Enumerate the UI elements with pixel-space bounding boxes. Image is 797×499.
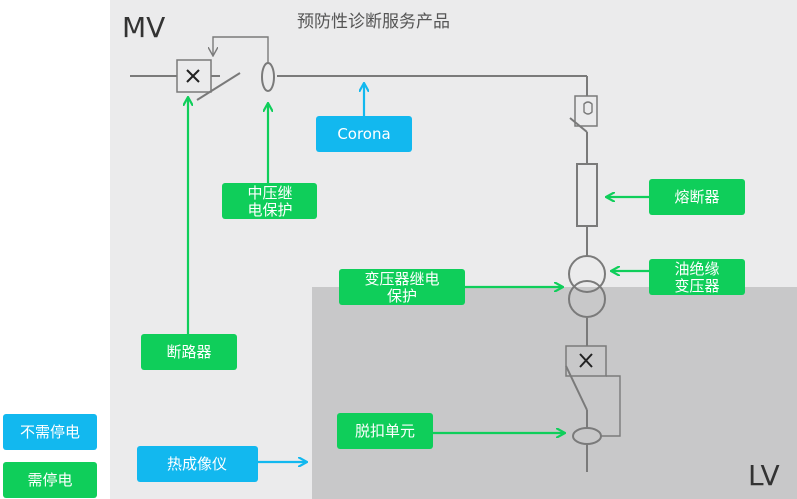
upper-disconnector-icon (569, 95, 598, 133)
legend-outage-label: 需停电 (27, 471, 72, 489)
disconnector-icon (196, 72, 241, 101)
thermal-imager-label: 热成像仪 (167, 455, 227, 473)
mv-relay-label-line2: 电保护 (247, 201, 292, 219)
lv-zone-label: LV (748, 459, 780, 492)
thermal-imager-tag (137, 446, 258, 482)
oil-transformer-tag (649, 259, 745, 295)
lv-breaker-x-icon (565, 345, 621, 437)
mv-busbar (130, 75, 588, 96)
corona-tag (316, 116, 412, 152)
legend: 不需停电 需停电 (3, 414, 97, 498)
legend-no-outage-swatch (3, 414, 97, 450)
mv-relay-label-line1: 中压继 (247, 184, 292, 202)
breaker-tag (141, 334, 237, 370)
trip-unit-ct-icon (572, 427, 602, 445)
breaker-label: 断路器 (166, 343, 211, 361)
transformer-relay-label-line2: 保护 (387, 287, 417, 305)
fuse-icon (576, 163, 598, 227)
legend-outage-swatch (3, 462, 97, 498)
oil-transformer-label-line2: 变压器 (674, 277, 719, 295)
mv-zone-label: MV (122, 11, 165, 44)
trip-unit-tag (337, 413, 433, 449)
corona-label: Corona (337, 125, 390, 143)
fuse-label: 熔断器 (674, 188, 719, 206)
diagram-title: 预防性诊断服务产品 (297, 12, 450, 32)
relay-feedback-line (213, 36, 269, 63)
transformer-relay-label-line1: 变压器继电 (364, 270, 439, 288)
lv-zone (312, 287, 797, 499)
circuit-breaker-x-icon (176, 59, 212, 93)
oil-transformer-label-line1: 油绝缘 (674, 260, 719, 278)
mv-relay-tag (222, 183, 317, 219)
transformer-icon (568, 255, 606, 318)
fuse-tag (649, 179, 745, 215)
legend-no-outage-label: 不需停电 (20, 423, 80, 441)
trip-unit-label: 脱扣单元 (355, 422, 415, 440)
transformer-relay-tag (339, 269, 465, 305)
